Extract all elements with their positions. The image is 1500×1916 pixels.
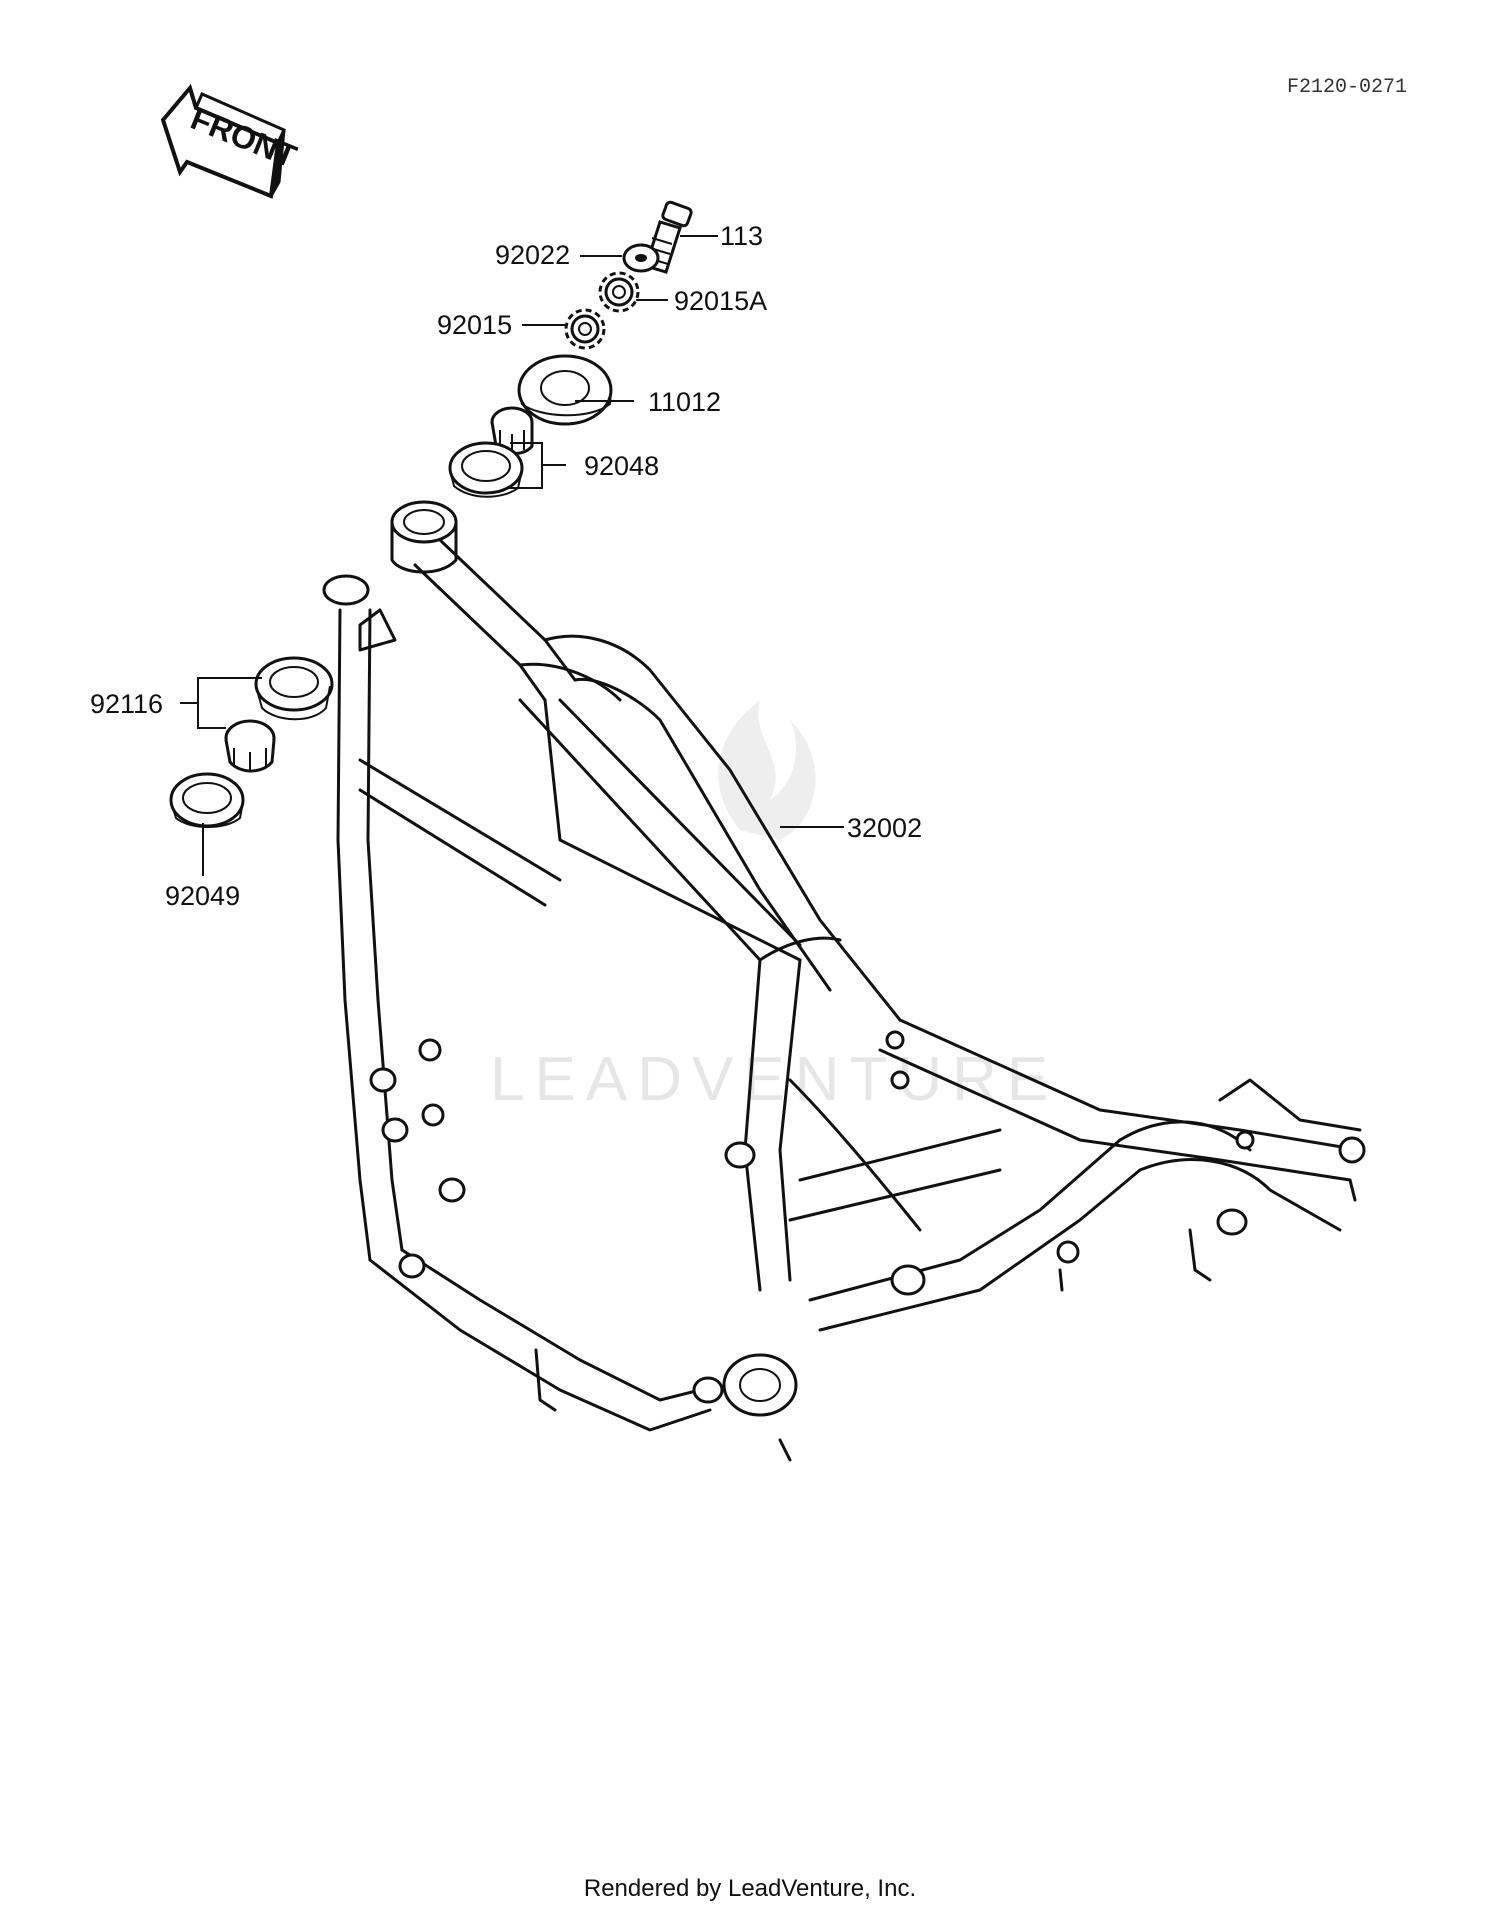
- callout-labels: 113 92022 92015A 92015 11012 92048 92116…: [90, 221, 922, 911]
- callout-92049: 92049: [165, 881, 240, 911]
- nut-92015A: [598, 271, 640, 313]
- callout-92015A: 92015A: [674, 286, 767, 316]
- seal-92049: [169, 772, 245, 828]
- leader-lines: [180, 235, 844, 876]
- washer-92022: [622, 243, 660, 273]
- bearing-92048: [448, 406, 534, 498]
- cover-11012: [517, 354, 613, 426]
- callout-92022: 92022: [495, 240, 570, 270]
- frame-32002: [322, 500, 1366, 1462]
- bearing-92116: [224, 656, 334, 773]
- callout-11012: 11012: [648, 387, 721, 417]
- callout-92116: 92116: [90, 689, 163, 719]
- watermark-text: LEADVENTURE: [490, 1045, 1058, 1114]
- front-arrow-icon: FRONT: [160, 83, 302, 199]
- diagram-code: F2120-0271: [1287, 76, 1407, 99]
- callout-92015: 92015: [437, 310, 512, 340]
- footer-credit: Rendered by LeadVenture, Inc.: [583, 1875, 917, 1902]
- callout-32002: 32002: [847, 813, 922, 843]
- nut-92015: [564, 308, 606, 350]
- watermark: LEADVENTURE: [490, 700, 1058, 1114]
- callout-92048: 92048: [584, 451, 659, 481]
- callout-113: 113: [720, 221, 763, 251]
